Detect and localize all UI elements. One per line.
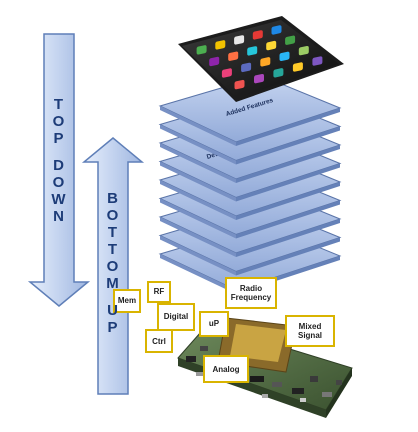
top-down-letter: T [53, 96, 65, 113]
layer-edge [160, 124, 236, 165]
analog-block [203, 355, 249, 383]
layer-edge [160, 217, 236, 257]
layer-edge [160, 106, 236, 146]
bottom-up-letter: B [107, 190, 119, 207]
app-icon [215, 40, 226, 50]
app-icon [266, 40, 277, 51]
layer-edge [160, 235, 236, 276]
board-component [292, 388, 304, 394]
mixed-signal-block [285, 315, 335, 347]
bottom-up-letter: U [107, 302, 119, 319]
layer-edge [236, 237, 340, 276]
app-icon [209, 56, 220, 67]
software-layer-stack: Boot LoadDiagnosticsFirmwareDriversRTOSM… [158, 75, 342, 294]
app-icon [271, 25, 282, 35]
app-icon [260, 57, 271, 67]
layer-edge [236, 126, 340, 165]
app-icon [285, 35, 296, 45]
top-down-letter: N [53, 208, 65, 225]
mem-block [113, 289, 141, 313]
top-down-letter: O [52, 174, 66, 191]
layer-edge [236, 145, 340, 183]
app-icons-grid [196, 25, 323, 90]
app-icon [234, 79, 245, 90]
app-icon [221, 68, 232, 78]
radio-frequency-block [225, 277, 277, 309]
app-icon [247, 46, 258, 56]
app-icon [196, 45, 207, 55]
top-down-label: T O P D O W N [47, 96, 71, 225]
board-component [262, 394, 268, 398]
app-icon [241, 62, 252, 73]
app-icon [252, 30, 263, 40]
app-icon [312, 56, 323, 66]
board-component [196, 372, 204, 376]
digital-block [157, 303, 195, 331]
app-icon [279, 51, 290, 62]
smartphone-device-image [178, 16, 344, 102]
board-component [310, 376, 318, 382]
rf-block [147, 281, 171, 303]
ctrl-block [145, 329, 173, 353]
bottom-up-letter: O [106, 207, 120, 224]
layer-edge [236, 108, 340, 146]
bottom-up-letter: T [107, 241, 119, 258]
bottom-up-letter: O [106, 258, 120, 275]
app-icon [292, 62, 303, 72]
app-icon [298, 45, 309, 56]
board-component [336, 380, 342, 385]
layer-edge [160, 143, 236, 183]
top-down-letter: W [51, 191, 67, 208]
board-component [322, 392, 332, 397]
app-icon [228, 51, 239, 61]
software-layer: Added Features [158, 75, 342, 146]
layer-edge [160, 180, 236, 220]
hardware-block-labels [113, 277, 335, 383]
bottom-up-letter: P [107, 319, 119, 336]
app-icon [254, 73, 264, 84]
layer-edge [160, 161, 236, 202]
board-component [300, 398, 306, 402]
bottom-up-label: B O T T O M U P [101, 190, 125, 336]
bottom-up-letter: M [106, 275, 120, 292]
top-down-arrow [27, 33, 91, 307]
top-down-letter: D [53, 157, 65, 174]
layer-edge [236, 182, 340, 220]
app-icon [234, 35, 245, 45]
board-component [186, 356, 196, 362]
layer-edge [160, 198, 236, 239]
bottom-up-letter: T [107, 224, 119, 241]
layer-edge [236, 163, 340, 202]
board-component [200, 346, 208, 351]
up-block [199, 311, 229, 337]
layer-edge [236, 200, 340, 239]
app-icon [273, 68, 284, 78]
board-component [272, 382, 282, 387]
top-down-letter: O [52, 113, 66, 130]
bottom-up-arrow [81, 137, 145, 395]
top-down-letter: P [53, 130, 65, 147]
layer-edge [160, 254, 236, 294]
layer-edge [236, 219, 340, 257]
board-component [250, 376, 264, 382]
